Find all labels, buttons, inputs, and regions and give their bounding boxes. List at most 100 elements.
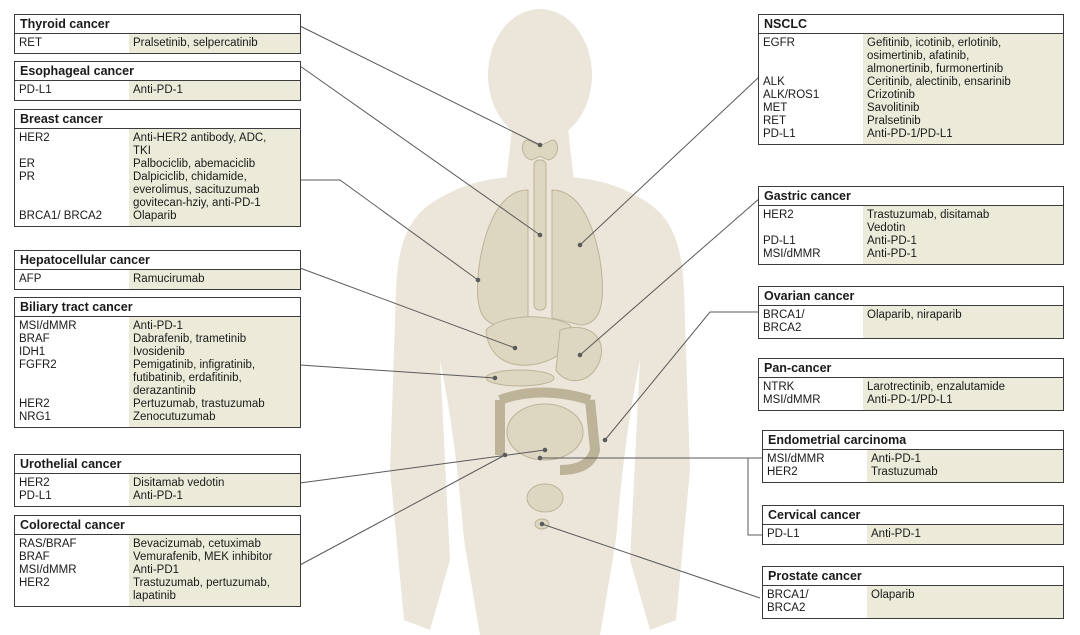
target-cell: HER2 [763, 466, 867, 482]
therapy-cell: Pralsetinib, selpercatinib [129, 34, 300, 53]
colon-organ [495, 387, 601, 475]
therapy-cell: Dabrafenib, trametinib [129, 333, 300, 346]
target-cell: HER2 [759, 206, 863, 235]
panel-title: Breast cancer [15, 110, 300, 129]
therapy-cell: Ivosidenib [129, 346, 300, 359]
target-cell: MET [759, 102, 863, 115]
therapy-cell: Anti-PD-1/PD-L1 [863, 128, 1063, 144]
therapy-cell: Ramucirumab [129, 270, 300, 289]
target-cell: BRAF [15, 333, 129, 346]
target-cell: RET [15, 34, 129, 53]
target-cell: MSI/dMMR [763, 450, 867, 466]
target-cell: ALK/ROS1 [759, 89, 863, 102]
therapy-cell: Crizotinib [863, 89, 1063, 102]
target-cell: ALK [759, 76, 863, 89]
target-cell: PR [15, 171, 129, 210]
target-cell: HER2 [15, 577, 129, 606]
therapy-cell: Bevacizumab, cetuximab [129, 535, 300, 551]
target-cell: BRCA1/BRCA2 [763, 586, 867, 618]
therapy-cell: Olaparib, niraparib [863, 306, 1063, 338]
therapy-cell: Trastuzumab [867, 466, 1063, 482]
target-cell: HER2 [15, 474, 129, 490]
therapy-cell: Anti-PD1 [129, 564, 300, 577]
prostate-organ [534, 518, 550, 530]
intestine-organ [506, 403, 584, 461]
therapy-cell: Anti-PD-1 [863, 235, 1063, 248]
target-cell: MSI/dMMR [759, 394, 863, 410]
panel-title: Prostate cancer [763, 567, 1063, 586]
therapy-cell: Ceritinib, alectinib, ensarinib [863, 76, 1063, 89]
therapy-cell: Olaparib [129, 210, 300, 226]
target-cell: RET [759, 115, 863, 128]
therapy-cell: Savolitinib [863, 102, 1063, 115]
therapy-cell: Vemurafenib, MEK inhibitor [129, 551, 300, 564]
target-cell: FGFR2 [15, 359, 129, 398]
target-cell: RAS/BRAF [15, 535, 129, 551]
therapy-cell: Zenocutuzumab [129, 411, 300, 427]
panel-title: Urothelial cancer [15, 455, 300, 474]
target-cell: PD-L1 [15, 81, 129, 100]
panel-title: Thyroid cancer [15, 15, 300, 34]
therapy-cell: Anti-PD-1 [129, 81, 300, 100]
bladder-organ [526, 483, 564, 513]
therapy-cell: Pertuzumab, trastuzumab [129, 398, 300, 411]
therapy-cell: Anti-PD-1/PD-L1 [863, 394, 1063, 410]
target-cell: MSI/dMMR [15, 564, 129, 577]
therapy-cell: Disitamab vedotin [129, 474, 300, 490]
target-cell: NRG1 [15, 411, 129, 427]
therapy-cell: Anti-PD-1 [867, 450, 1063, 466]
target-cell: MSI/dMMR [759, 248, 863, 264]
therapy-cell: Palbociclib, abemaciclib [129, 158, 300, 171]
target-cell: AFP [15, 270, 129, 289]
therapy-cell: Anti-PD-1 [867, 525, 1063, 544]
target-cell: BRCA1/BRCA2 [759, 306, 863, 338]
target-cell: HER2 [15, 129, 129, 158]
therapy-cell: Larotrectinib, enzalutamide [863, 378, 1063, 394]
therapy-cell: Anti-HER2 antibody, ADC,TKI [129, 129, 300, 158]
therapy-cell: Pemigatinib, infigratinib,futibatinib, e… [129, 359, 300, 398]
panel-title: Esophageal cancer [15, 62, 300, 81]
target-cell: MSI/dMMR [15, 317, 129, 333]
panel-title: NSCLC [759, 15, 1063, 34]
therapy-cell: Anti-PD-1 [129, 317, 300, 333]
target-cell: HER2 [15, 398, 129, 411]
panel-title: Hepatocellular cancer [15, 251, 300, 270]
therapy-cell: Dalpiciclib, chidamide,everolimus, sacit… [129, 171, 300, 210]
panel-title: Colorectal cancer [15, 516, 300, 535]
panel-title: Gastric cancer [759, 187, 1063, 206]
therapy-cell: Olaparib [867, 586, 1063, 618]
pancreas-organ [485, 369, 555, 387]
target-cell: PD-L1 [15, 490, 129, 506]
target-cell: BRCA1/ BRCA2 [15, 210, 129, 226]
panel-title: Ovarian cancer [759, 287, 1063, 306]
panel-title: Cervical cancer [763, 506, 1063, 525]
target-cell: PD-L1 [759, 128, 863, 144]
